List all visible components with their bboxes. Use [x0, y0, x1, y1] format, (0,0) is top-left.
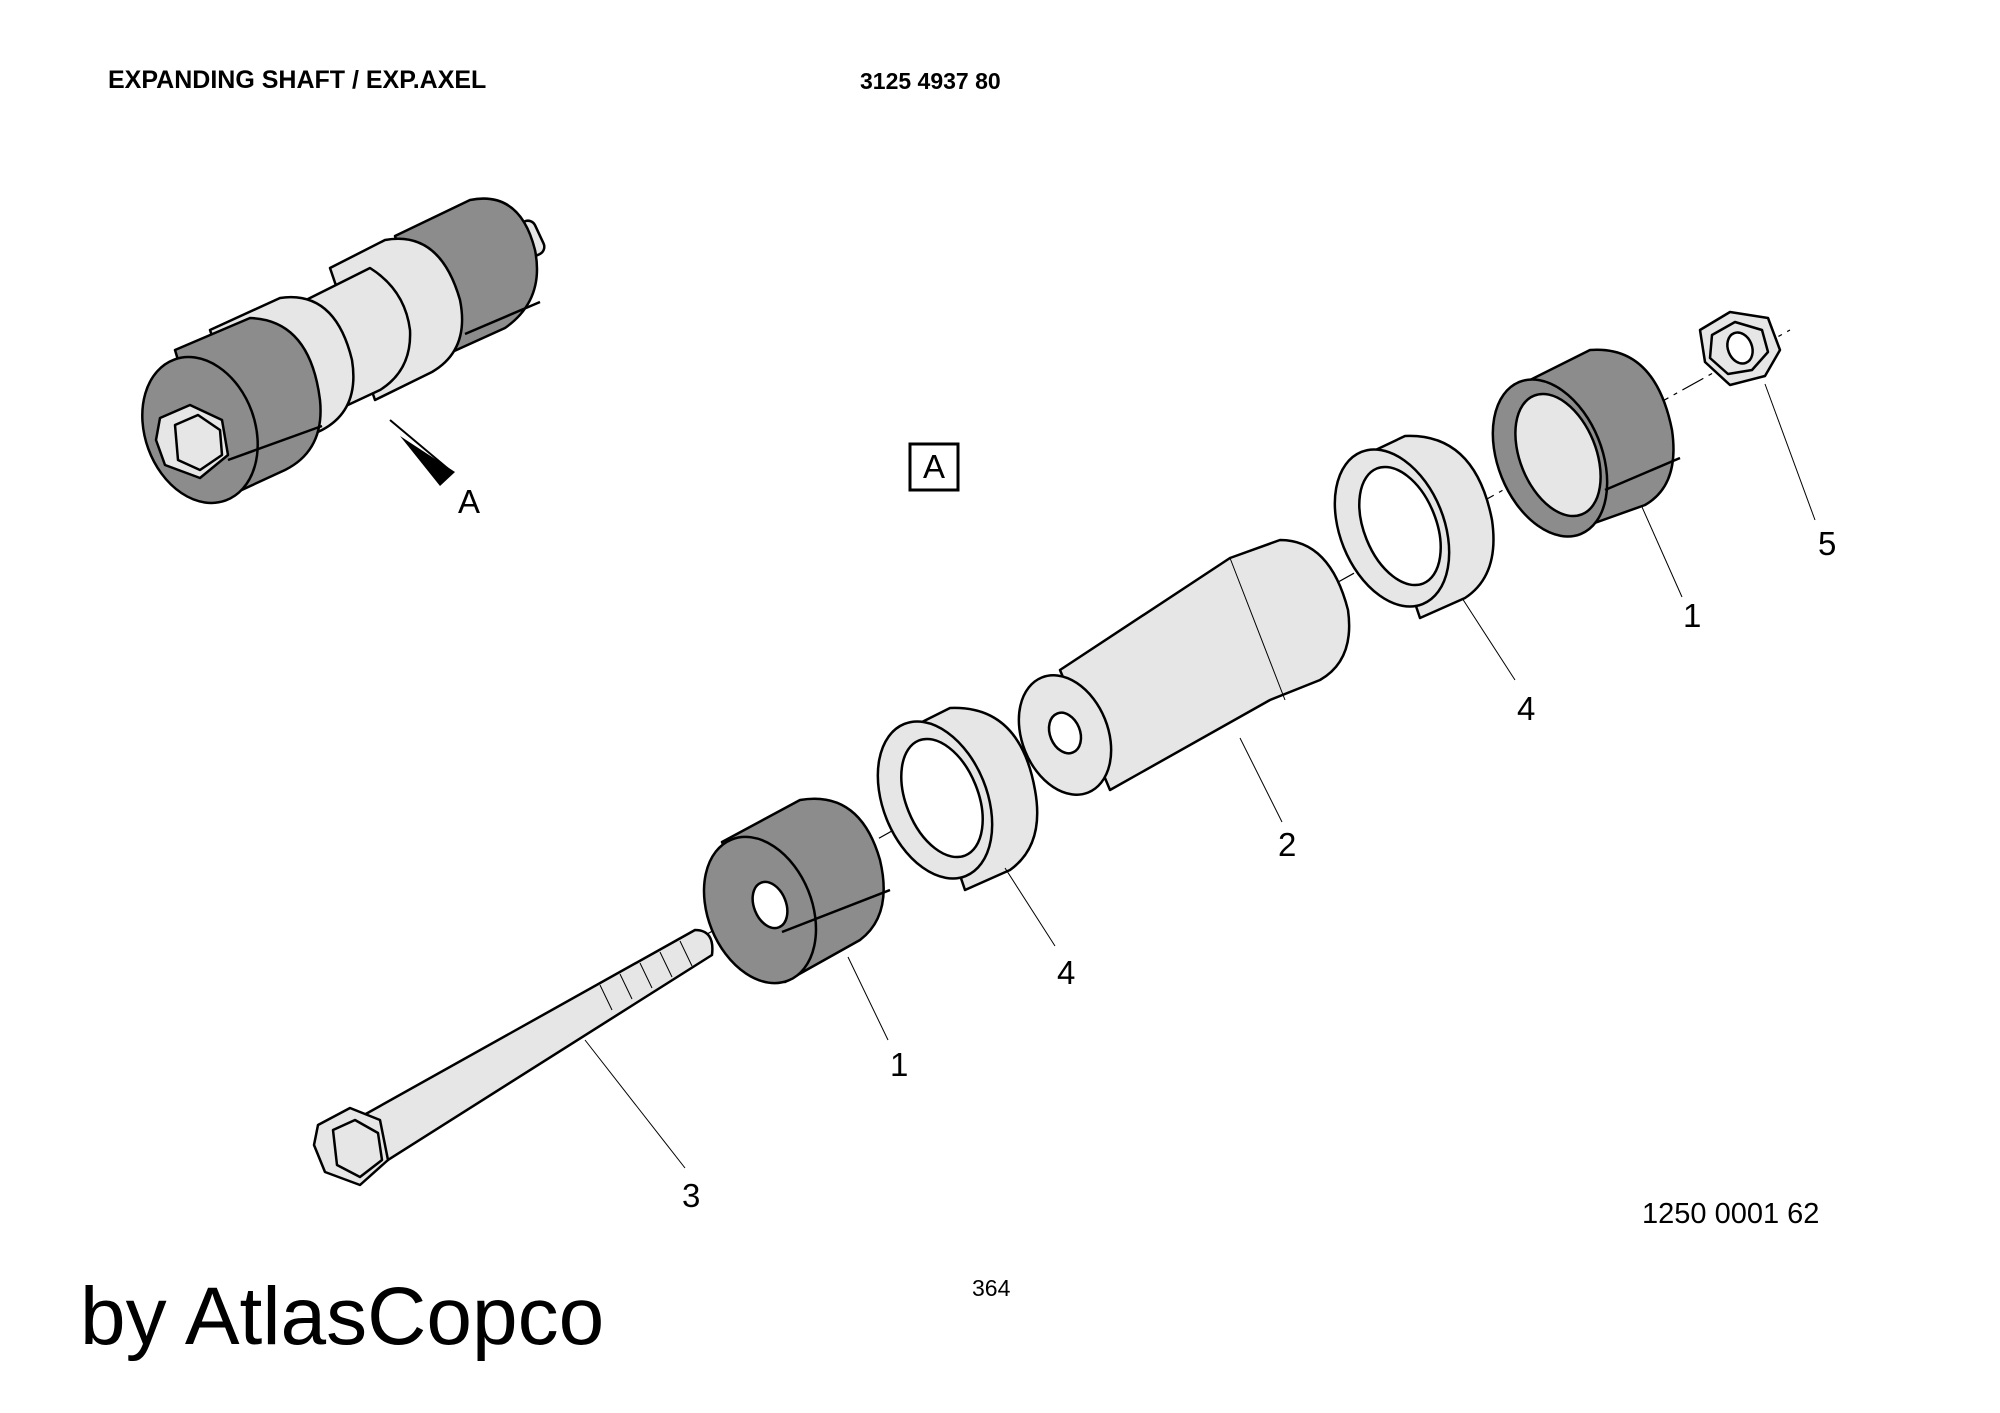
drawing-number: 1250 0001 62	[1642, 1198, 1820, 1230]
assembled-view: A	[141, 197, 546, 520]
view-box-label: A	[923, 448, 945, 485]
part-4-lower-ring	[876, 706, 1039, 892]
callout-5: 5	[1818, 525, 1836, 562]
view-arrow-icon	[389, 419, 455, 486]
page-title: EXPANDING SHAFT / EXP.AXEL	[108, 66, 487, 94]
part-number: 3125 4937 80	[860, 68, 1001, 94]
part-1-lower-sleeve	[702, 797, 891, 985]
part-1-upper-sleeve	[1491, 348, 1681, 538]
part-4-upper-ring	[1333, 434, 1495, 620]
page-number: 364	[972, 1275, 1011, 1301]
part-5-nut	[1698, 310, 1782, 387]
assembled-near-sleeve	[141, 316, 323, 505]
view-arrow-label: A	[458, 483, 480, 520]
view-box: A	[908, 442, 960, 492]
callout-3: 3	[682, 1177, 700, 1214]
callout-1-lower: 1	[890, 1046, 908, 1083]
callout-1-upper: 1	[1683, 597, 1701, 634]
callout-4-lower: 4	[1057, 954, 1075, 991]
part-2-cone	[1017, 538, 1351, 796]
brand-text: by AtlasCopco	[80, 1271, 605, 1362]
callout-2: 2	[1278, 826, 1296, 863]
callout-4-upper: 4	[1517, 690, 1535, 727]
part-3-bolt	[312, 928, 714, 1187]
assembled-bolt-head	[154, 403, 230, 480]
leader-lines	[584, 383, 1816, 1169]
